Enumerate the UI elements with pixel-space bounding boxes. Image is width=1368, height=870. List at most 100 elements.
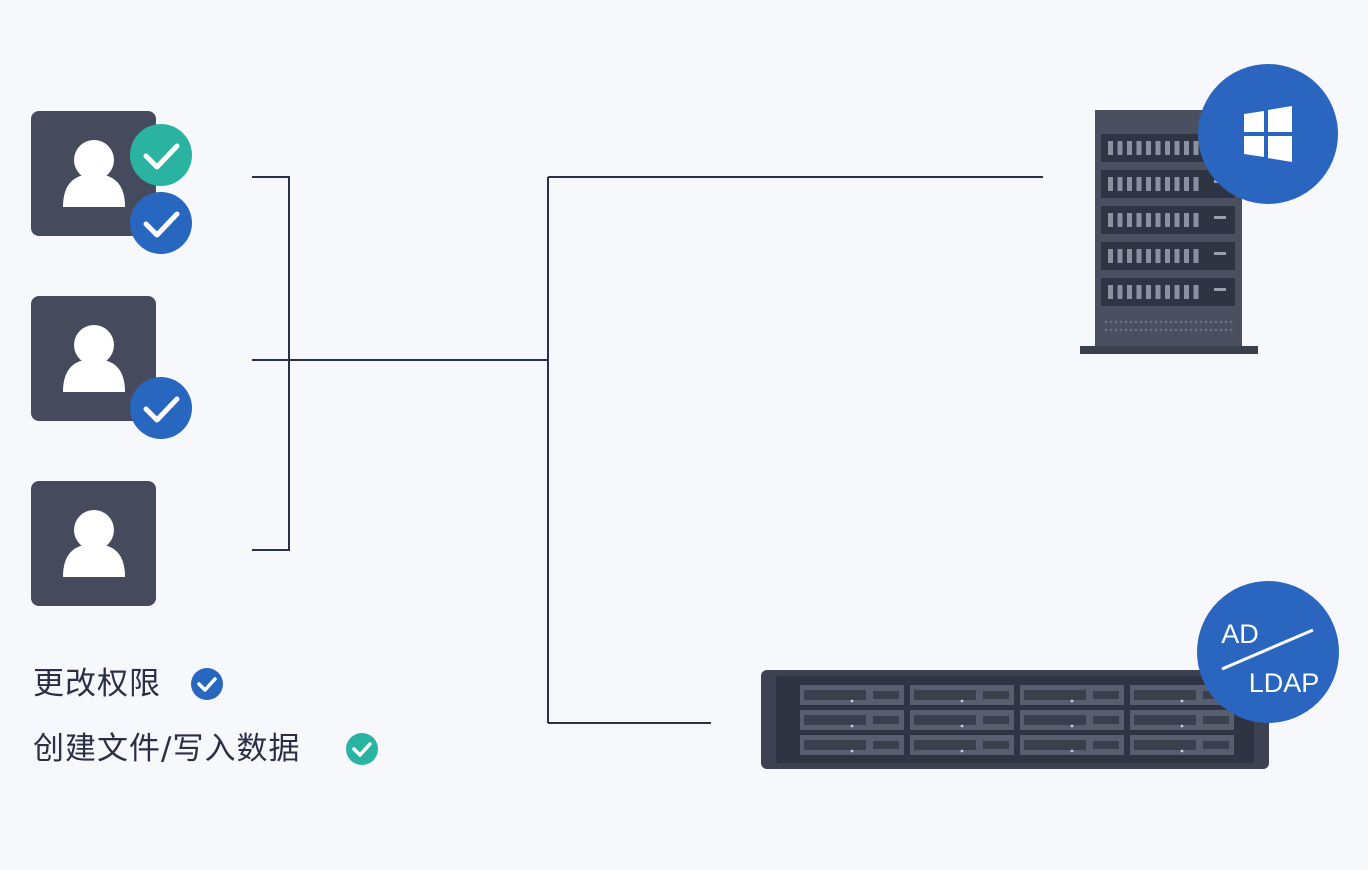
check-icon — [191, 668, 223, 700]
user-icon — [63, 325, 125, 392]
nas-bay-led — [960, 749, 964, 753]
tower-vent — [1159, 328, 1163, 332]
tower-bay-slot — [1193, 285, 1199, 299]
tower-bay-slot — [1174, 141, 1180, 155]
tower-vent — [1184, 320, 1188, 324]
nas-bay-latch — [1093, 691, 1119, 699]
tower-vent — [1129, 320, 1133, 324]
tower-bay-slot — [1127, 177, 1132, 191]
tower-bay-slot — [1155, 213, 1161, 227]
nas-bays — [800, 685, 1234, 755]
tower-vent — [1134, 328, 1138, 332]
user-tile-2 — [31, 296, 156, 421]
ad-ldap-badge: AD LDAP — [1197, 581, 1339, 723]
tower-vent — [1139, 320, 1143, 324]
nas-bay-latch — [1093, 741, 1119, 749]
user-tile-3 — [31, 481, 156, 606]
tower-vent — [1129, 328, 1133, 332]
tower-vent — [1149, 320, 1153, 324]
tower-bay-slot — [1165, 249, 1170, 263]
nas-bay-handle — [914, 740, 976, 750]
nas-bay-handle — [1024, 715, 1086, 725]
tower-bay-slot — [1136, 213, 1142, 227]
tower-vent — [1144, 328, 1148, 332]
ad-label: AD — [1221, 619, 1259, 649]
nas-bay-handle — [1024, 740, 1086, 750]
tower-vent — [1139, 328, 1143, 332]
tower-bay-slot — [1165, 285, 1170, 299]
tower-vent — [1104, 320, 1108, 324]
tower-bay-slot — [1117, 141, 1123, 155]
nas-bay-led — [1070, 699, 1074, 703]
tower-bay-slot — [1117, 213, 1123, 227]
tower-bay-slot — [1108, 141, 1113, 155]
tower-vent — [1199, 328, 1203, 332]
nas-bay-led — [850, 749, 854, 753]
tower-bay-slot — [1174, 213, 1180, 227]
tower-vent — [1164, 320, 1168, 324]
tower-bay-slot — [1193, 141, 1199, 155]
rack-nas-icon — [761, 670, 1269, 769]
tower-vent — [1204, 328, 1208, 332]
check-icon — [346, 733, 378, 765]
tower-bay-slot — [1146, 285, 1151, 299]
tower-vent — [1134, 320, 1138, 324]
tower-bay-slot — [1108, 249, 1113, 263]
nas-bay-handle — [804, 715, 866, 725]
nas-bay-handle — [804, 690, 866, 700]
tower-vent — [1179, 328, 1183, 332]
tower-vent — [1194, 328, 1198, 332]
nas-bay-handle — [804, 740, 866, 750]
nas-bay-led — [1070, 724, 1074, 728]
tower-bay-slot — [1146, 141, 1151, 155]
tower-vent — [1154, 320, 1158, 324]
tower-bay-slot — [1155, 177, 1161, 191]
tower-bay-slot — [1155, 141, 1161, 155]
tower-vent — [1209, 328, 1213, 332]
tower-vent — [1214, 328, 1218, 332]
tower-bay-slot — [1117, 177, 1123, 191]
connector-lines — [252, 176, 1043, 724]
tower-vent — [1204, 320, 1208, 324]
tower-bay-slot — [1174, 285, 1180, 299]
nas-bay-led — [1180, 724, 1184, 728]
tower-bay-slot — [1155, 285, 1161, 299]
tower-vent — [1114, 320, 1118, 324]
tower-vent — [1209, 320, 1213, 324]
tower-bay-slot — [1108, 285, 1113, 299]
tower-bay-slot — [1193, 177, 1199, 191]
tower-bay-slot — [1165, 213, 1170, 227]
tower-bay-slot — [1165, 177, 1170, 191]
tower-vent — [1189, 328, 1193, 332]
tower-vent — [1124, 320, 1128, 324]
tower-vent — [1184, 328, 1188, 332]
tower-bay-slot — [1193, 213, 1199, 227]
windows-logo-icon — [1244, 106, 1292, 162]
nas-bay-latch — [1203, 716, 1229, 724]
nas-bay-latch — [1203, 741, 1229, 749]
tower-vent — [1124, 328, 1128, 332]
tower-bay-slot — [1127, 141, 1132, 155]
nas-bay-led — [960, 699, 964, 703]
tower-vent — [1189, 320, 1193, 324]
tower-vent — [1194, 320, 1198, 324]
tower-bay-slot — [1174, 249, 1180, 263]
tower-vent — [1219, 320, 1223, 324]
nas-bay-led — [850, 699, 854, 703]
tower-bay-slot — [1136, 141, 1142, 155]
tower-bay-slot — [1127, 213, 1132, 227]
tower-vent — [1219, 328, 1223, 332]
tower-bay-led — [1214, 216, 1226, 219]
tower-vent — [1119, 320, 1123, 324]
tower-bay-slot — [1155, 249, 1161, 263]
write-legend-label: 创建文件/写入数据 — [33, 731, 301, 767]
tower-vent — [1169, 320, 1173, 324]
user-tile-1 — [31, 111, 156, 236]
tower-bay-slot — [1127, 285, 1132, 299]
nas-bay-latch — [873, 691, 899, 699]
nas-bay-handle — [914, 715, 976, 725]
nas-bay-handle — [1134, 740, 1196, 750]
nas-bay-latch — [983, 691, 1009, 699]
tower-bay-slot — [1146, 177, 1151, 191]
